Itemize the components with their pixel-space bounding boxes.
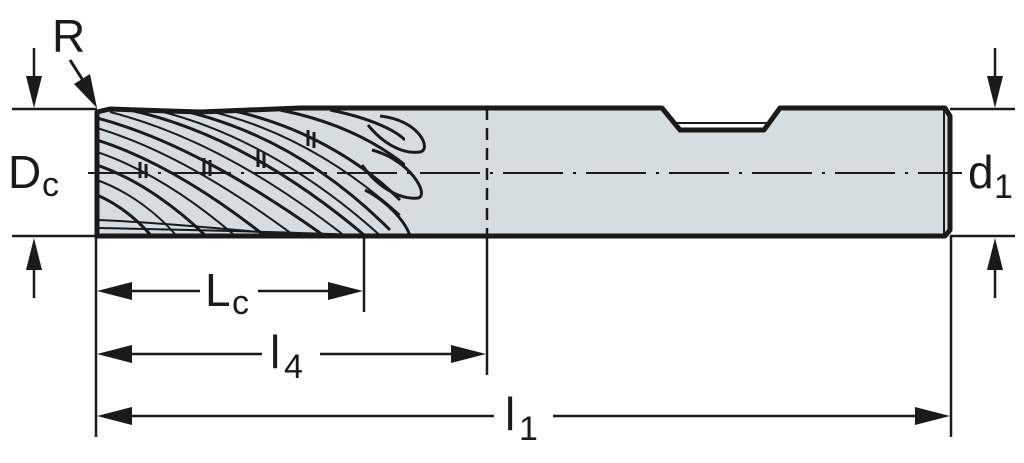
- svg-text:1: 1: [994, 168, 1013, 206]
- label-lc: L c: [205, 264, 249, 322]
- extension-lines: [12, 107, 1015, 437]
- flute-runout: [360, 114, 426, 237]
- label-dc: D c: [8, 146, 59, 204]
- overall-length-dimension: [97, 407, 950, 425]
- label-l4: l 4: [270, 326, 303, 386]
- svg-text:1: 1: [519, 410, 538, 448]
- svg-text:c: c: [42, 166, 59, 204]
- shank-diameter-dimension: [987, 48, 1003, 298]
- svg-text:D: D: [8, 146, 41, 198]
- svg-text:l: l: [270, 326, 280, 378]
- svg-text:L: L: [205, 264, 231, 316]
- svg-text:l: l: [505, 388, 515, 440]
- svg-text:d: d: [968, 146, 994, 198]
- label-r: R: [52, 10, 85, 62]
- label-d1: d 1: [968, 146, 1013, 206]
- usable-length-dimension: [97, 345, 486, 363]
- svg-text:4: 4: [284, 348, 303, 386]
- svg-text:c: c: [232, 284, 249, 322]
- cutting-diameter-dimension: [26, 48, 42, 298]
- cutting-length-dimension: [97, 282, 363, 300]
- corner-radius-leader: [68, 59, 97, 108]
- tool-outline: [94, 105, 953, 239]
- label-l1: l 1: [505, 388, 538, 448]
